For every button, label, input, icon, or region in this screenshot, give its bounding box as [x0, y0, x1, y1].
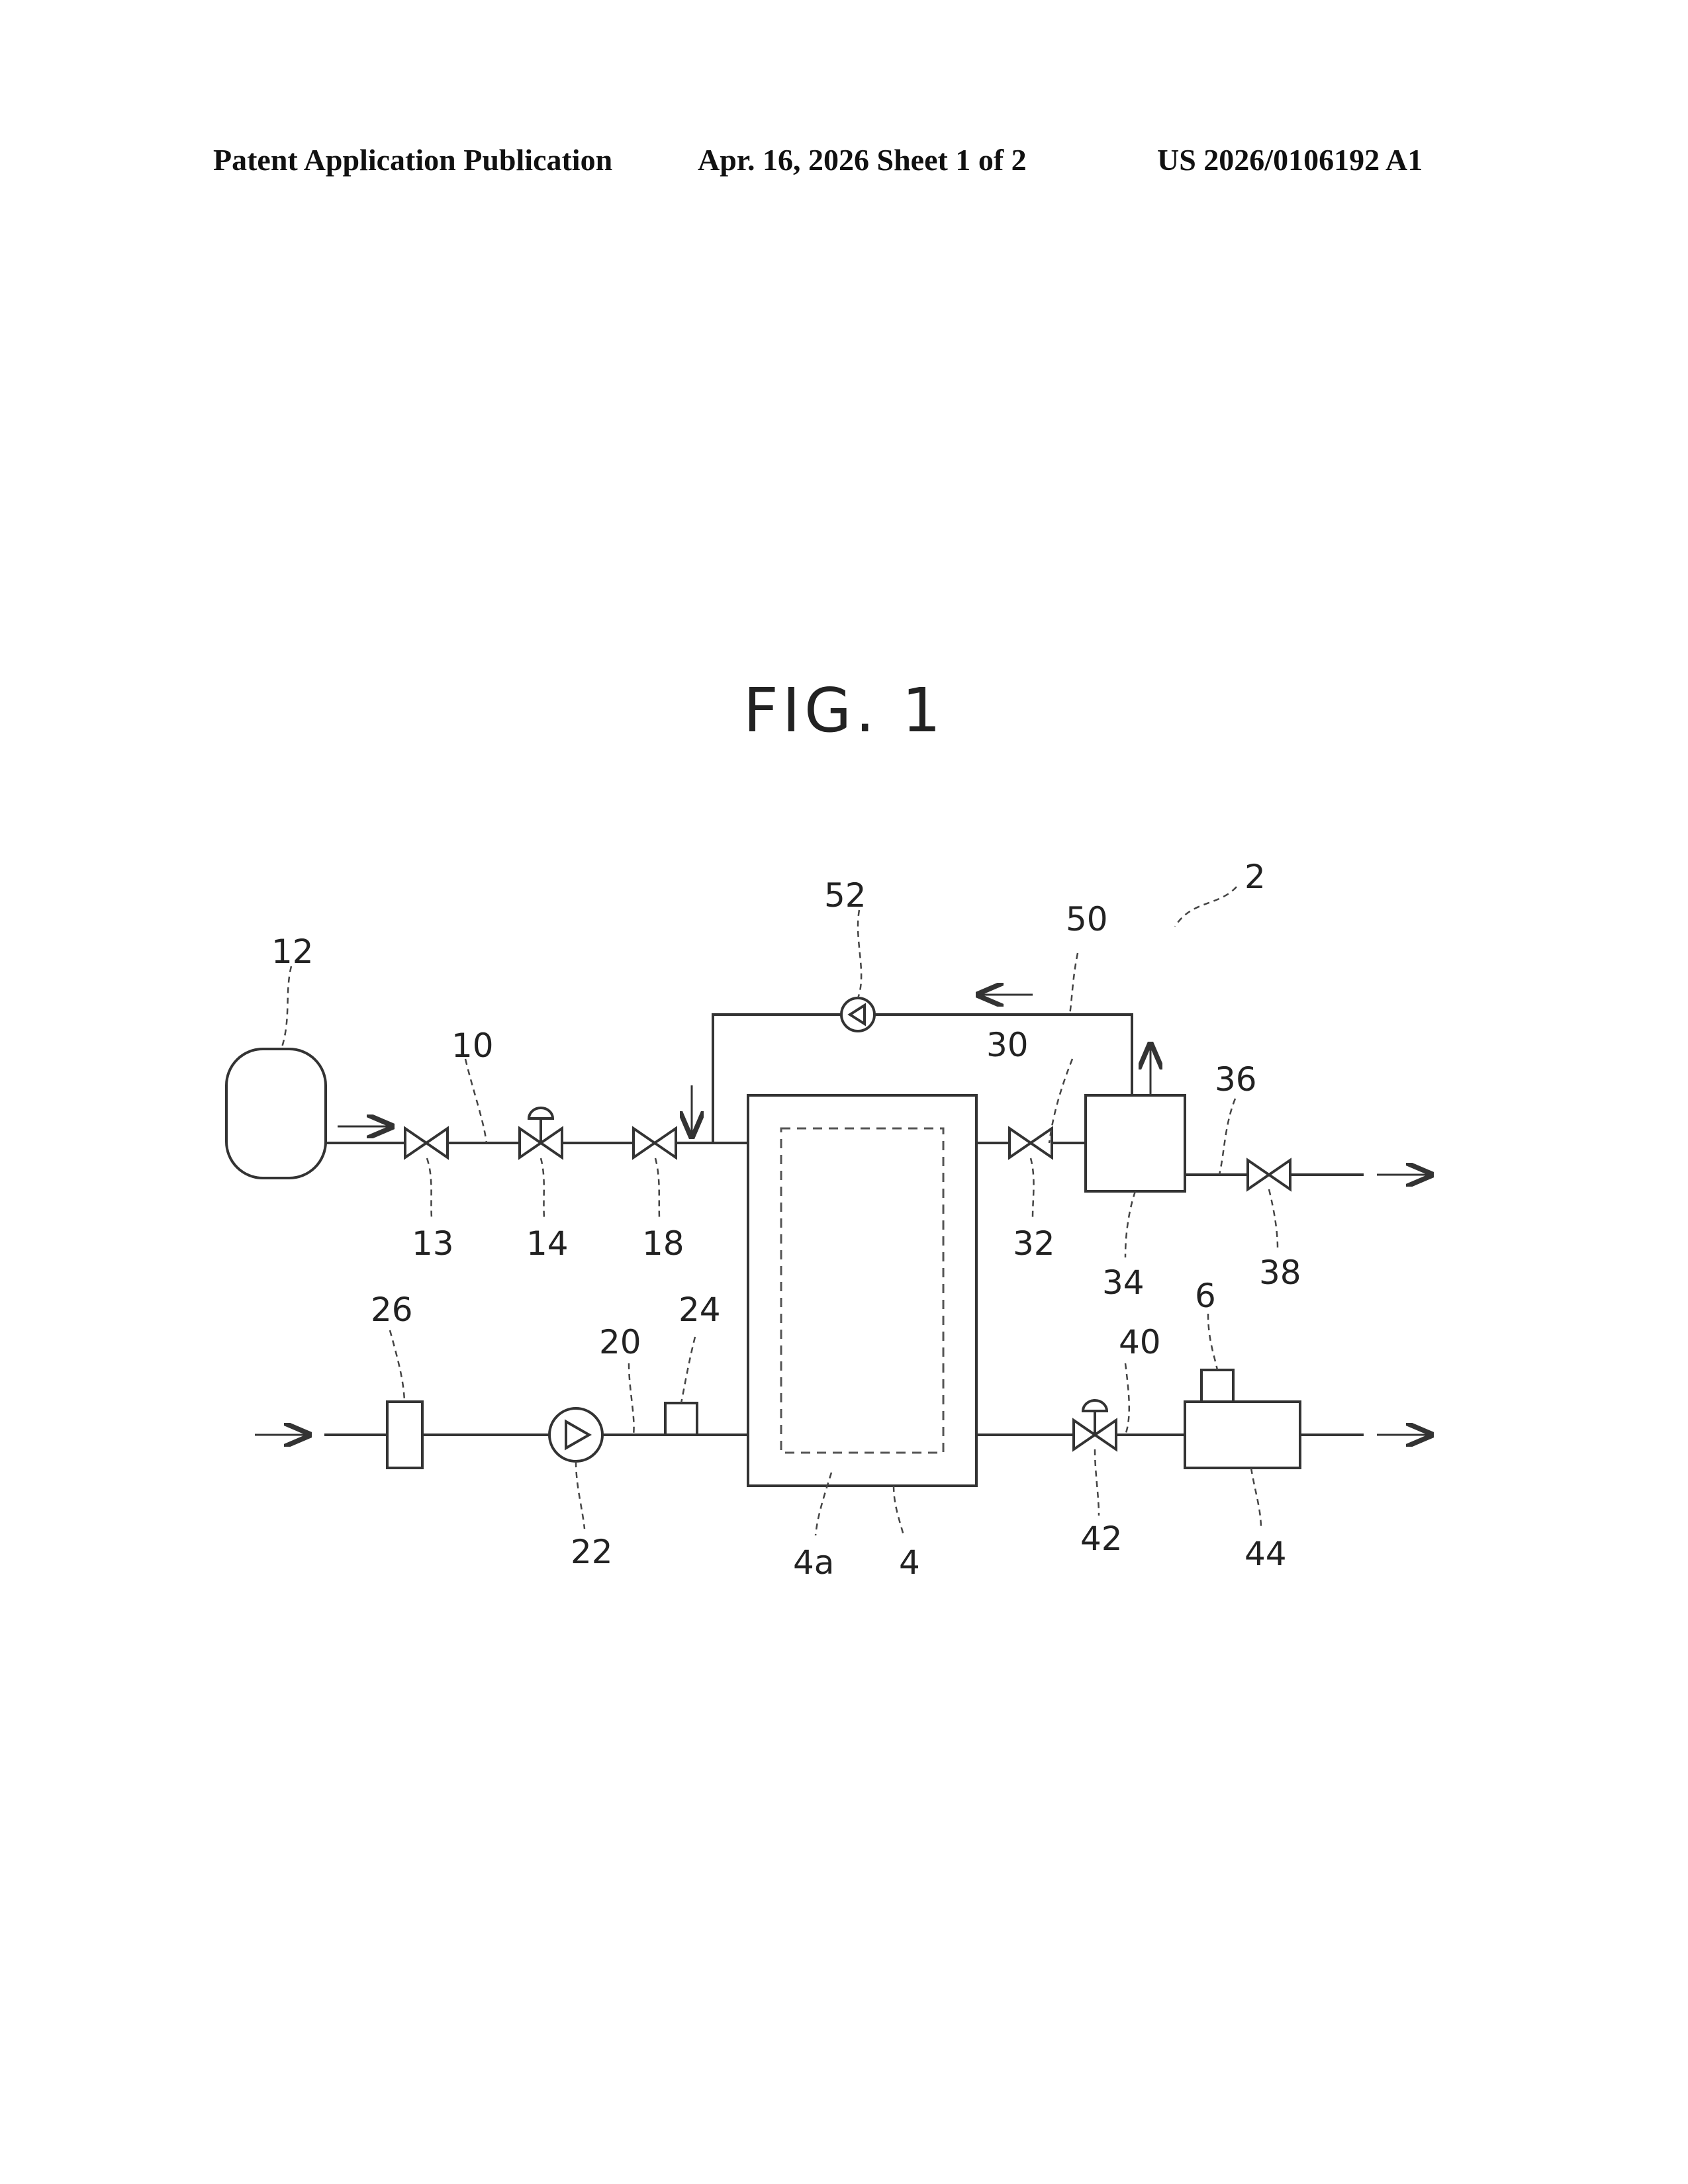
label-14: 14 [526, 1224, 569, 1263]
label-12: 12 [271, 933, 314, 971]
label-2: 2 [1244, 858, 1266, 896]
label-24: 24 [679, 1291, 721, 1329]
pump-22 [549, 1408, 602, 1461]
label-52: 52 [824, 876, 867, 915]
label-22: 22 [571, 1533, 613, 1571]
control-valve-42 [1074, 1400, 1116, 1449]
label-38: 38 [1259, 1253, 1301, 1292]
unit-44 [1185, 1402, 1300, 1468]
sensor-24 [665, 1403, 697, 1435]
label-40: 40 [1119, 1323, 1161, 1361]
label-32: 32 [1013, 1224, 1055, 1263]
label-10: 10 [451, 1026, 494, 1065]
valve-13 [405, 1128, 447, 1158]
valve-32 [1009, 1128, 1052, 1158]
sensor-6 [1201, 1370, 1233, 1402]
filter-26 [387, 1402, 422, 1468]
label-30: 30 [986, 1026, 1029, 1064]
valve-18 [633, 1128, 676, 1158]
tank-12 [226, 1049, 326, 1178]
label-44: 44 [1244, 1535, 1287, 1573]
label-13: 13 [412, 1224, 454, 1263]
label-50: 50 [1066, 900, 1108, 938]
valve-38 [1248, 1160, 1290, 1189]
pump-52 [841, 998, 874, 1031]
label-26: 26 [371, 1291, 413, 1329]
vessel-4 [748, 1095, 976, 1486]
label-18: 18 [642, 1224, 684, 1263]
label-36: 36 [1215, 1060, 1257, 1099]
separator-34 [1086, 1095, 1185, 1191]
control-valve-14 [520, 1108, 562, 1158]
label-42: 42 [1080, 1520, 1123, 1558]
label-4: 4 [899, 1543, 920, 1582]
label-4a: 4a [793, 1543, 834, 1582]
label-34: 34 [1102, 1263, 1145, 1302]
label-6: 6 [1195, 1277, 1216, 1315]
label-20: 20 [599, 1323, 641, 1361]
